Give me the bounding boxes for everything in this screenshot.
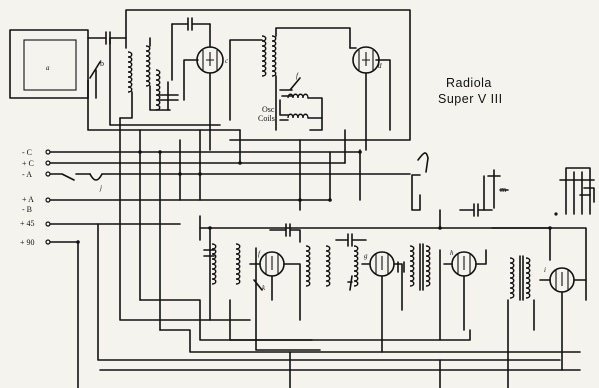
battery-terminal-block: - C + C - A + A - B + 45 + 90 j xyxy=(20,148,411,388)
oscillator-coils: f Osc Coils xyxy=(258,72,323,131)
junction-dots xyxy=(76,150,552,244)
part-label-m: m xyxy=(500,185,507,194)
diagram-title-line1: Radiola xyxy=(446,76,492,90)
terminal-label-pos-90: + 90 xyxy=(20,238,35,247)
terminal-label-pos-a: + A xyxy=(22,195,34,204)
part-label-j: j xyxy=(99,184,102,192)
tube-c: c xyxy=(183,23,229,151)
tube-i: i xyxy=(539,266,587,371)
diagram-title-line2: Super V III xyxy=(438,92,503,106)
audio-transformer-2 xyxy=(507,255,535,388)
bottom-bus xyxy=(99,299,581,388)
tube-label-f: f xyxy=(258,250,261,258)
if-transformer-3 xyxy=(347,245,359,291)
terminal-label-pos-c: + C xyxy=(22,159,34,168)
tube-label-d: d xyxy=(378,62,382,70)
audio-transformer-1 xyxy=(409,243,441,341)
part-label-b: b xyxy=(100,59,104,68)
terminal-label-pos-45: + 45 xyxy=(20,219,35,228)
part-label-f-top: f xyxy=(296,72,299,80)
terminal-label-neg-c: - C xyxy=(22,148,32,157)
osc-label-line2: Coils xyxy=(258,114,275,123)
part-label-k: k xyxy=(262,284,266,292)
tube-label-h: h xyxy=(450,249,454,257)
tube-f: f k xyxy=(249,250,301,321)
terminal-label-neg-b: - B xyxy=(22,205,32,214)
frame-label: a xyxy=(46,64,50,72)
rf-transformer-2 xyxy=(229,27,351,131)
terminal-label-neg-a: - A xyxy=(22,170,32,179)
tube-d: d xyxy=(349,46,391,151)
tube-g: g xyxy=(361,251,405,353)
loop-antenna-frame: a xyxy=(9,29,89,99)
osc-label-line1: Osc xyxy=(262,105,275,114)
rf-coil-group-1 xyxy=(119,23,179,119)
speaker-output: m xyxy=(411,152,595,216)
tube-label-g: g xyxy=(364,252,368,260)
tube-h: h xyxy=(443,249,487,331)
if-transformer-e xyxy=(203,243,241,285)
tube-label-c: c xyxy=(225,57,229,65)
top-wiring: b xyxy=(87,9,411,141)
if-transformer-2 xyxy=(305,245,331,287)
tube-label-i: i xyxy=(544,266,546,274)
vertical-bus xyxy=(97,117,561,361)
